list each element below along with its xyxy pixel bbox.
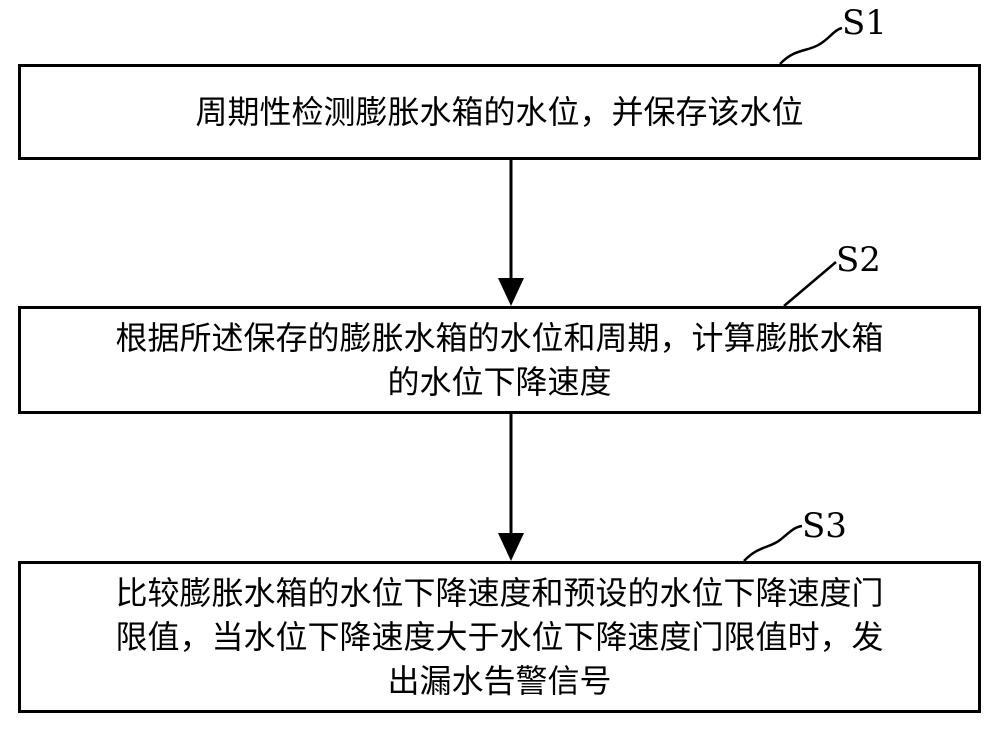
step-box-s3: 比较膨胀水箱的水位下降速度和预设的水位下降速度门 限值，当水位下降速度大于水位下… <box>18 561 981 713</box>
arrow-s1-to-s2 <box>498 160 524 306</box>
step-s3-line-2: 限值，当水位下降速度大于水位下降速度门限值时，发 <box>115 618 884 656</box>
step-label-s3: S3 <box>802 506 847 546</box>
step-label-s1: S1 <box>842 3 887 43</box>
step-box-s2: 根据所述保存的膨胀水箱的水位和周期，计算膨胀水箱 的水位下降速度 <box>18 306 981 414</box>
step-s2-line-1: 根据所述保存的膨胀水箱的水位和周期，计算膨胀水箱 <box>115 319 884 357</box>
step-s3-line-1: 比较膨胀水箱的水位下降速度和预设的水位下降速度门 <box>115 574 884 612</box>
leader-line-s1 <box>779 26 843 65</box>
step-text-s2: 根据所述保存的膨胀水箱的水位和周期，计算膨胀水箱 的水位下降速度 <box>115 316 883 404</box>
arrow-s2-to-s3 <box>498 414 524 561</box>
leader-line-s3 <box>743 524 803 562</box>
step-label-s2: S2 <box>836 240 881 280</box>
step-s1-line-1: 周期性检测膨胀水箱的水位，并保存该水位 <box>195 93 804 131</box>
leader-line-s2 <box>783 261 837 307</box>
step-text-s3: 比较膨胀水箱的水位下降速度和预设的水位下降速度门 限值，当水位下降速度大于水位下… <box>115 571 883 703</box>
step-box-s1: 周期性检测膨胀水箱的水位，并保存该水位 <box>18 64 981 160</box>
step-text-s1: 周期性检测膨胀水箱的水位，并保存该水位 <box>195 90 803 134</box>
step-s3-line-3: 出漏水告警信号 <box>387 662 612 700</box>
step-s2-line-2: 的水位下降速度 <box>387 363 612 401</box>
